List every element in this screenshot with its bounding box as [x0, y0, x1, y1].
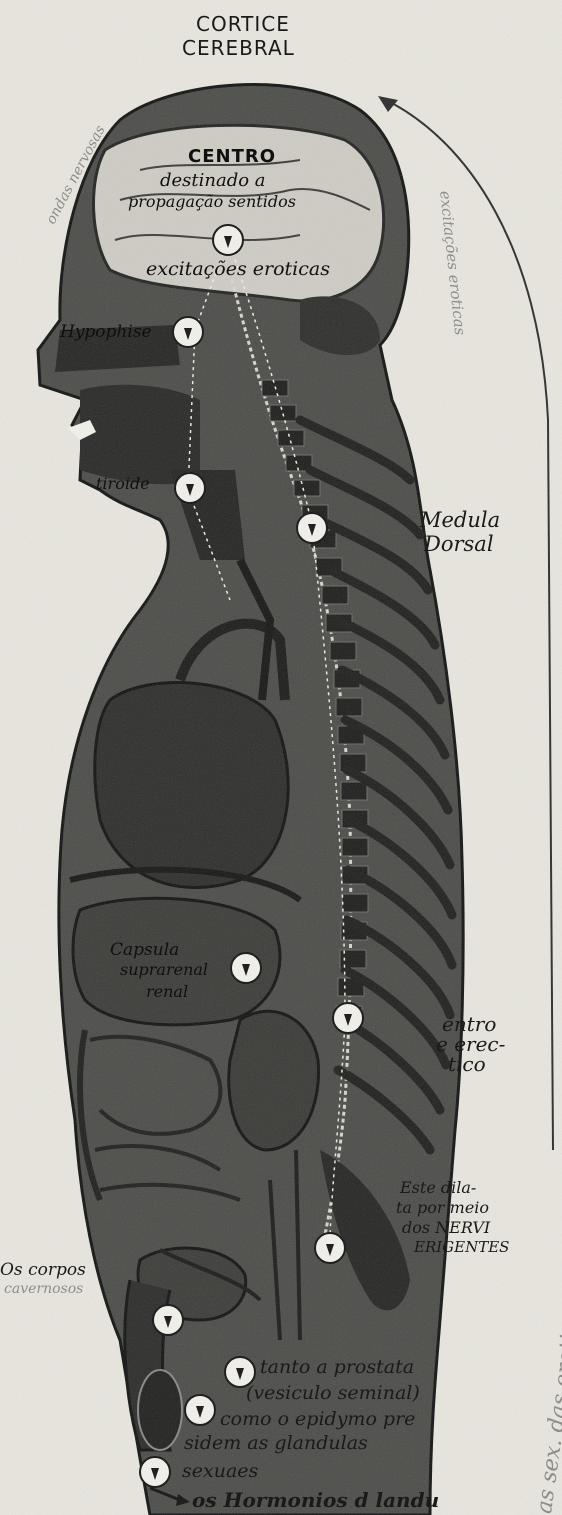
excitacoes-label: excitações eroticas	[146, 260, 330, 279]
centro-erectico-label-1: entro	[442, 1014, 496, 1034]
corpos-label-1: Os corpos	[0, 1262, 86, 1279]
centro-erectico-label-3: tico	[448, 1054, 486, 1074]
capsula-label-3: renal	[146, 984, 188, 1000]
cortex-label-1: CORTICE	[196, 14, 290, 34]
centro-line-3: propagação sentidos	[128, 194, 296, 210]
centro-line-2: destinado a	[160, 172, 266, 190]
glandulas-label: sidem as glandulas	[184, 1434, 368, 1453]
hormonios-label: os Hormonios d landu	[192, 1490, 439, 1510]
nervi-label-2: ta por meio	[396, 1200, 489, 1216]
testis	[138, 1370, 182, 1450]
sexuaes-label: sexuaes	[182, 1462, 258, 1481]
heart	[95, 683, 288, 888]
centro-erectico-label-2: e erec-	[436, 1034, 505, 1054]
tiroide-label: tiroide	[96, 476, 150, 492]
medula-label-1: Medula	[420, 510, 500, 531]
epidymo-label: como o epidymo pre	[220, 1410, 415, 1429]
prostata-label: tanto a prostata	[260, 1358, 414, 1377]
capsula-label-2: suprarenal	[120, 962, 208, 978]
vesicula-label: (vesiculo seminal)	[246, 1384, 420, 1403]
corpos-label-2: cavernosos	[4, 1282, 83, 1296]
mouth	[80, 385, 200, 484]
centro-title: CENTRO	[188, 148, 276, 166]
nervi-label-1: Este dila-	[400, 1180, 476, 1196]
nervi-label-3: dos NERVI	[402, 1220, 490, 1236]
capsula-label-1: Capsula	[110, 942, 179, 959]
medula-label-2: Dorsal	[424, 534, 494, 555]
hypophise-label: Hypophise	[60, 324, 152, 341]
cortex-label-2: CEREBRAL	[182, 38, 295, 58]
nervi-label-4: ERIGENTES	[414, 1240, 509, 1255]
